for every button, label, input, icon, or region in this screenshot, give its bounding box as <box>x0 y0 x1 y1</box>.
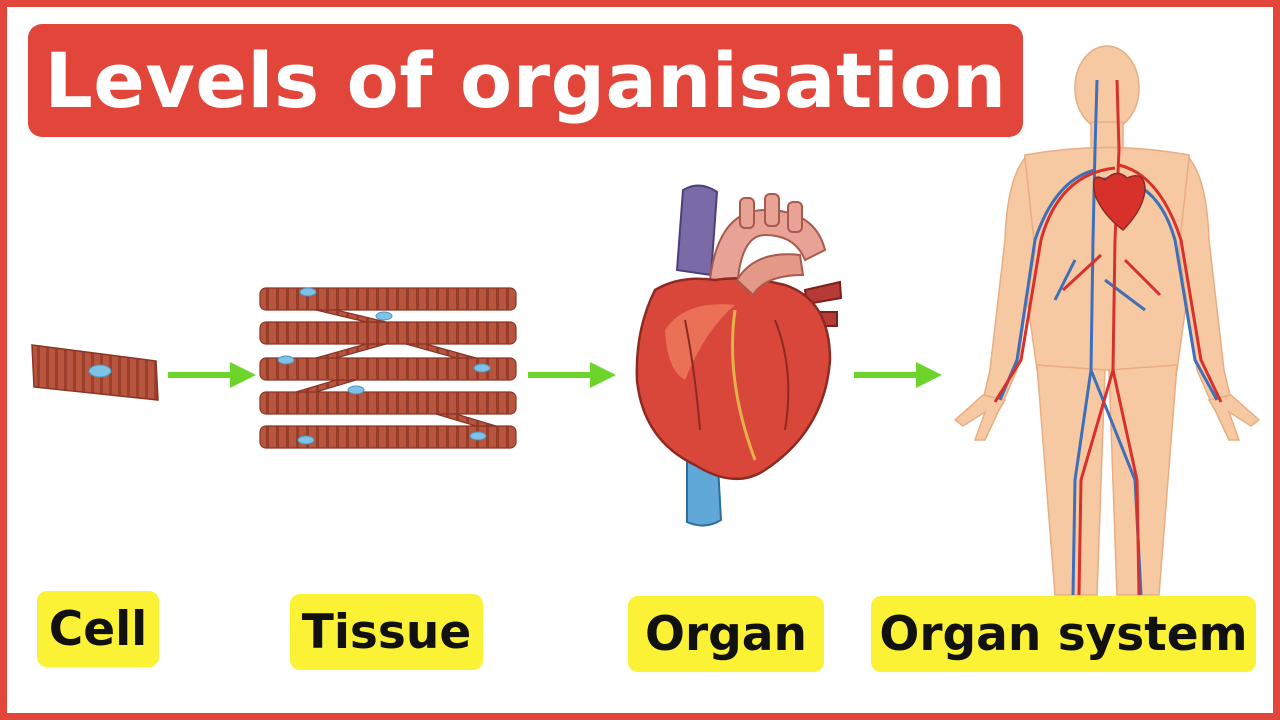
label-tissue-text: Tissue <box>301 604 472 660</box>
arrow-organ-to-system <box>854 362 942 388</box>
label-organ-system-text: Organ system <box>879 606 1248 662</box>
label-organ-text: Organ <box>645 606 807 662</box>
circulatory-system-icon <box>953 45 1261 596</box>
label-cell-text: Cell <box>48 601 148 657</box>
title-banner: Levels of organisation <box>28 24 1023 137</box>
label-tissue: Tissue <box>290 594 483 670</box>
label-organ-system: Organ system <box>871 596 1256 672</box>
page-title: Levels of organisation <box>44 36 1007 125</box>
arrow-cell-to-tissue <box>168 362 256 388</box>
arrow-tissue-to-organ <box>528 362 616 388</box>
label-organ: Organ <box>628 596 824 672</box>
label-cell: Cell <box>37 591 159 667</box>
heart-icon <box>635 184 843 527</box>
muscle-cell-icon <box>31 344 159 401</box>
muscle-tissue-icon <box>259 287 517 449</box>
